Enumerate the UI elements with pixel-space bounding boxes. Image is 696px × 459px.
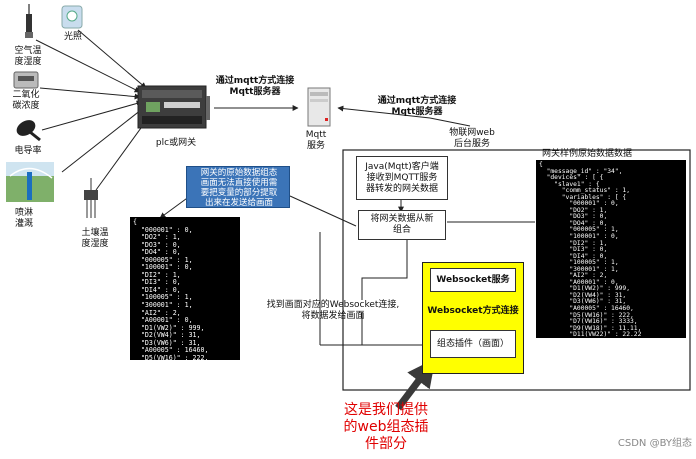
websocket-service-box: Websocket服务 <box>430 268 516 292</box>
plc-label: plc或网关 <box>155 138 197 148</box>
backend-region <box>342 149 691 391</box>
mqtt-server-label: Mqtt 服务 <box>305 130 327 151</box>
config-plugin-box: 组态插件（画面） <box>430 330 516 358</box>
regroup-box: 将网关数据从新 组合 <box>358 210 446 240</box>
co2-sensor-icon <box>13 71 39 89</box>
sprinkler-label: 喷淋 灌溉 <box>14 208 33 229</box>
java-client-box: Java(Mqtt)客户端 接收到MQTT服务 器转发的网关数据 <box>356 156 448 200</box>
backend-to-mqtt-arrow <box>337 105 431 119</box>
find-websocket-label: 找到画面对应的Websocket连接, 将数据发给画面 <box>266 300 400 321</box>
conductivity-sensor-icon <box>16 120 41 142</box>
mqtt-server-icon <box>307 87 331 127</box>
note-box: 网关的原始数据组态 画面无法直接使用需 要把变量的部分提取 出来在发送给画面 <box>186 166 290 208</box>
sensor-wires <box>35 29 155 191</box>
plugin-highlight-text: 这是我们提供 的web组态插 件部分 <box>343 402 429 452</box>
sprinkler-icon <box>6 162 54 202</box>
gateway-raw-code: { "message_id" : "34", "devices" : [ { "… <box>536 160 686 338</box>
conductivity-label: 电导率 <box>14 146 42 156</box>
co2-label: 二氧化 碳浓度 <box>12 90 40 111</box>
plc-gateway-icon <box>137 85 210 129</box>
iot-backend-label: 物联网web 后台服务 <box>449 128 495 149</box>
soil-label: 土壤温 度湿度 <box>81 228 109 249</box>
note-text: 网关的原始数据组态 画面无法直接使用需 要把变量的部分提取 出来在发送给画面 <box>200 168 278 208</box>
websocket-link-label: Websocket方式连接 <box>427 306 519 316</box>
gateway-variables-code: { "000001" : 0, "DO2" : 1, "DO3" : 0, "D… <box>130 217 240 360</box>
backend-mqtt-link-label: 通过mqtt方式连接 Mqtt服务器 <box>377 96 457 117</box>
soil-sensor-icon <box>84 178 98 218</box>
plc-mqtt-link-label: 通过mqtt方式连接 Mqtt服务器 <box>215 76 295 97</box>
watermark: CSDN @BY组态 <box>617 438 692 449</box>
air-humidity-sensor-icon <box>25 4 33 38</box>
light-sensor-icon <box>61 5 83 29</box>
air-humidity-label: 空气温 度湿度 <box>14 46 42 67</box>
light-label: 光照 <box>63 32 82 42</box>
gateway-sample-title: 网关样例原始数据数据 <box>542 149 633 159</box>
